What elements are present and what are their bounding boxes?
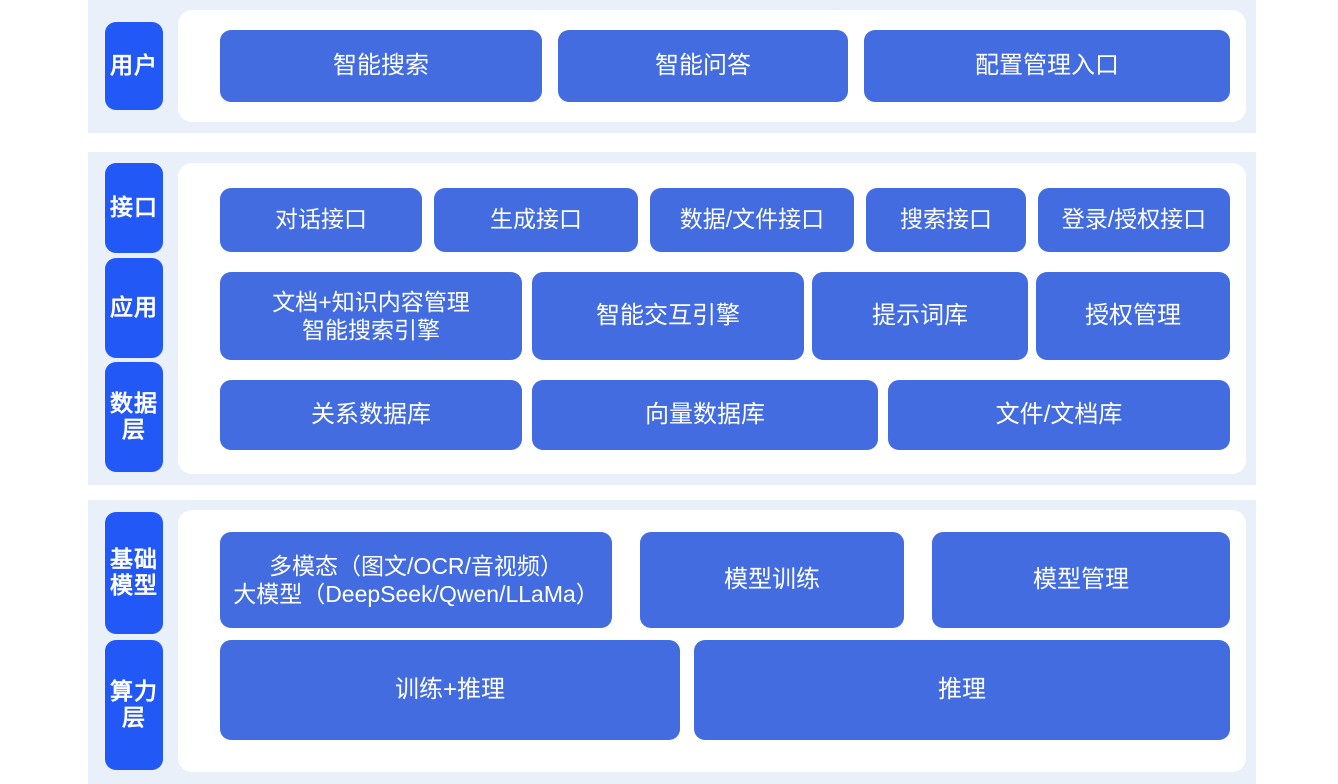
module-box-vector-database[interactable]: 向量数据库 xyxy=(532,380,878,450)
module-box-doc-knowledge-management[interactable]: 文档+知识内容管理 智能搜索引擎 xyxy=(220,272,522,360)
module-box-file-document-store-label: 文件/文档库 xyxy=(995,400,1123,428)
module-box-generation-api[interactable]: 生成接口 xyxy=(434,188,638,252)
layer-pill-data-label: 数据层 xyxy=(110,390,158,442)
module-box-model-management[interactable]: 模型管理 xyxy=(932,532,1230,628)
module-box-search-api-label: 搜索接口 xyxy=(900,206,992,233)
module-box-login-auth-api-label: 登录/授权接口 xyxy=(1061,206,1207,233)
module-box-training-inference-label: 训练+推理 xyxy=(394,675,505,703)
module-box-dialog-api-label: 对话接口 xyxy=(275,206,367,233)
module-box-multimodal-large-model[interactable]: 多模态（图文/OCR/音视频） 大模型（DeepSeek/Qwen/LLaMa） xyxy=(220,532,612,628)
module-box-doc-knowledge-management-line1: 文档+知识内容管理 xyxy=(272,288,470,315)
layer-pill-base-model[interactable]: 基础模型 xyxy=(105,512,163,634)
module-box-relational-database[interactable]: 关系数据库 xyxy=(220,380,522,450)
module-box-generation-api-label: 生成接口 xyxy=(490,206,582,233)
module-box-login-auth-api[interactable]: 登录/授权接口 xyxy=(1038,188,1230,252)
module-box-smart-search-label: 智能搜索 xyxy=(333,51,429,79)
module-box-multimodal-large-model-line1: 多模态（图文/OCR/音视频） xyxy=(269,552,563,579)
module-box-inference[interactable]: 推理 xyxy=(694,640,1230,740)
module-box-smart-interaction-engine-label: 智能交互引擎 xyxy=(596,301,740,329)
module-box-dialog-api[interactable]: 对话接口 xyxy=(220,188,422,252)
layer-pill-user[interactable]: 用户 xyxy=(105,22,163,110)
module-box-config-management-entry-label: 配置管理入口 xyxy=(975,51,1119,79)
module-box-smart-qa-label: 智能问答 xyxy=(655,51,751,79)
layer-pill-data[interactable]: 数据层 xyxy=(105,362,163,472)
module-box-authorization-management[interactable]: 授权管理 xyxy=(1036,272,1230,360)
module-box-prompt-library-label: 提示词库 xyxy=(872,301,968,329)
module-box-training-inference[interactable]: 训练+推理 xyxy=(220,640,680,740)
layer-pill-application-label: 应用 xyxy=(110,294,158,321)
module-box-model-training[interactable]: 模型训练 xyxy=(640,532,904,628)
module-box-multimodal-large-model-text: 多模态（图文/OCR/音视频） 大模型（DeepSeek/Qwen/LLaMa） xyxy=(233,552,599,608)
layer-pill-api-label: 接口 xyxy=(110,194,158,221)
module-box-model-training-label: 模型训练 xyxy=(724,565,820,593)
module-box-vector-database-label: 向量数据库 xyxy=(645,400,765,428)
module-box-smart-interaction-engine[interactable]: 智能交互引擎 xyxy=(532,272,804,360)
layer-pill-compute-label: 算力层 xyxy=(110,678,158,730)
module-box-smart-search[interactable]: 智能搜索 xyxy=(220,30,542,102)
module-box-relational-database-label: 关系数据库 xyxy=(311,400,431,428)
layer-pill-user-label: 用户 xyxy=(110,52,158,79)
module-box-data-file-api[interactable]: 数据/文件接口 xyxy=(650,188,854,252)
module-box-multimodal-large-model-line2: 大模型（DeepSeek/Qwen/LLaMa） xyxy=(233,581,599,607)
module-box-config-management-entry[interactable]: 配置管理入口 xyxy=(864,30,1230,102)
module-box-authorization-management-label: 授权管理 xyxy=(1085,301,1181,329)
module-box-data-file-api-label: 数据/文件接口 xyxy=(679,206,825,233)
module-box-search-api[interactable]: 搜索接口 xyxy=(866,188,1026,252)
layer-pill-base-model-label: 基础模型 xyxy=(110,546,158,598)
module-box-inference-label: 推理 xyxy=(938,675,986,703)
module-box-doc-knowledge-management-text: 文档+知识内容管理 智能搜索引擎 xyxy=(272,288,469,344)
module-box-smart-qa[interactable]: 智能问答 xyxy=(558,30,848,102)
layer-pill-compute[interactable]: 算力层 xyxy=(105,640,163,770)
layer-pill-api[interactable]: 接口 xyxy=(105,163,163,253)
module-box-doc-knowledge-management-line2: 智能搜索引擎 xyxy=(302,317,440,343)
module-box-file-document-store[interactable]: 文件/文档库 xyxy=(888,380,1230,450)
module-box-prompt-library[interactable]: 提示词库 xyxy=(812,272,1028,360)
layer-pill-application[interactable]: 应用 xyxy=(105,258,163,358)
module-box-model-management-label: 模型管理 xyxy=(1033,565,1129,593)
